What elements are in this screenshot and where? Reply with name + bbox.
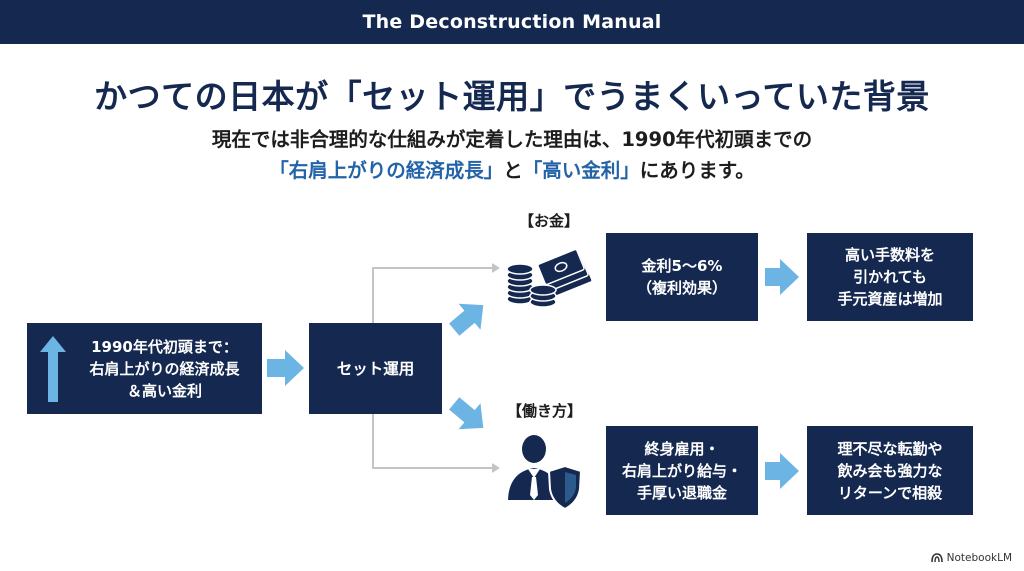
header-bar: The Deconstruction Manual [0,0,1024,44]
origin-line1: 1990年代初頭まで： [91,337,238,356]
work-step2-box: 理不尽な転勤や 飲み会も強力な リターンで相殺 [807,426,973,515]
work-step2-line2: 飲み会も強力な [837,461,943,480]
businessman-shield-icon [508,435,583,511]
set-operation-label: セット運用 [336,359,415,378]
subtitle-connector: と [503,159,523,182]
origin-box: 1990年代初頭まで： 右肩上がりの経済成長 ＆高い金利 [27,323,262,414]
origin-line2: 右肩上がりの経済成長 [89,359,240,378]
arrow-origin-to-set-icon [267,350,304,386]
highlight-growth: 「右肩上がりの経済成長」 [269,159,504,182]
work-step1-line1: 終身雇用・ [644,439,720,458]
arrow-diagonal-up-icon [449,303,484,336]
money-step1-line1: 金利5〜6% [641,257,723,275]
subtitle-line1: 現在では非合理的な仕組みが定着した理由は、1990年代初頭までの [211,128,813,151]
connector-to-work [372,414,492,469]
notebooklm-logo-icon [930,553,943,563]
money-step1-line2: （複利効果） [636,279,727,297]
arrow-work-step-icon [765,453,799,489]
arrow-diagonal-down-icon [449,397,484,430]
footer-brand-text: NotebookLM [946,552,1012,564]
work-step1-line2: 右肩上がり給与・ [621,461,742,480]
work-step1-line3: 手厚い退職金 [636,483,727,502]
subtitle: 現在では非合理的な仕組みが定着した理由は、1990年代初頭までの 「右肩上がりの… [0,124,1024,186]
connector-to-money [372,267,492,323]
notebooklm-brand: NotebookLM [930,552,1012,564]
money-step1-box: 金利5〜6% （複利効果） [606,233,758,321]
set-operation-box: セット運用 [309,323,442,414]
origin-line3: ＆高い金利 [126,381,202,400]
money-step2-line3: 手元資産は増加 [837,290,943,308]
header-title: The Deconstruction Manual [362,11,662,33]
work-step2-line3: リターンで相殺 [837,483,943,502]
work-label: 【働き方】 [507,402,583,420]
work-step2-line1: 理不尽な転勤や [837,439,943,458]
arrow-money-step-icon [765,259,799,295]
money-stack-icon [506,248,593,308]
subtitle-ending: にあります。 [639,159,755,182]
work-step1-box: 終身雇用・ 右肩上がり給与・ 手厚い退職金 [606,426,758,515]
money-label: 【お金】 [519,212,580,230]
highlight-interest: 「高い金利」 [522,159,640,182]
money-step2-line2: 引かれても [853,268,927,286]
connector-to-money-head [492,263,500,273]
subtitle-line2: 「右肩上がりの経済成長」と「高い金利」にあります。 [0,155,1024,186]
connector-to-work-head [492,463,500,473]
money-step2-line1: 高い手数料を [844,246,935,264]
money-step2-box: 高い手数料を 引かれても 手元資産は増加 [807,233,973,321]
page-title: かつての日本が「セット運用」でうまくいっていた背景 [94,77,930,116]
up-arrow-icon [40,336,66,402]
